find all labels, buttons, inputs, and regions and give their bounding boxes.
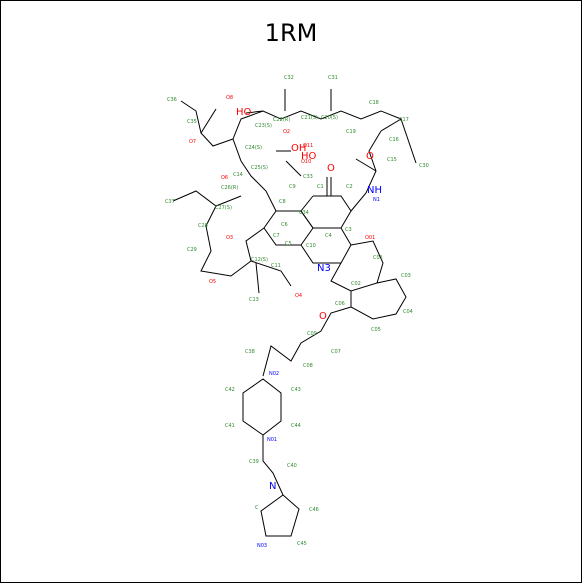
atom-label: C19	[346, 129, 356, 135]
atom-label: C6	[281, 222, 288, 228]
atom-label: C46	[309, 507, 319, 513]
bond-methoxy	[172, 190, 242, 207]
atom-label: C25(S)	[251, 165, 268, 171]
atom-label: C06	[335, 301, 345, 307]
molecule-title: 1RM	[264, 19, 318, 47]
atom-label: C32	[284, 75, 294, 81]
atom-label: O	[366, 151, 374, 162]
atom-label: C3	[345, 227, 352, 233]
atom-label: C02	[351, 281, 361, 287]
atom-label: N1	[373, 197, 380, 203]
atom-label: O7	[189, 139, 196, 145]
atom-label: C41	[225, 423, 235, 429]
atom-label: OH	[291, 143, 306, 154]
atom-label: C23(S)	[255, 123, 272, 129]
atom-label: C44	[291, 423, 301, 429]
atom-label: O4	[295, 293, 302, 299]
atom-label: C29	[187, 247, 197, 253]
atom-label: O10	[301, 159, 311, 165]
atom-label: C21(S)	[301, 115, 318, 121]
atom-label: C15	[387, 157, 397, 163]
atom-label: C37	[165, 199, 175, 205]
atom-label: C	[255, 505, 259, 511]
atom-label: C24(S)	[245, 145, 262, 151]
atom-label: N02	[269, 371, 279, 377]
atom-label: O11	[303, 143, 313, 149]
atom-label: N	[269, 481, 276, 492]
atom-label: HO	[236, 107, 252, 118]
atom-label: N03	[257, 543, 267, 549]
atom-label: C14	[233, 172, 243, 178]
atom-label: O6	[221, 175, 228, 181]
atom-label: C22(R)	[273, 117, 290, 123]
bond-acetate-o	[200, 108, 217, 134]
bond-c30	[400, 118, 417, 164]
atom-label: C45	[297, 541, 307, 547]
bond-ansa-chain	[232, 110, 403, 212]
atom-label: C27(S)	[215, 205, 232, 211]
atom-label: C16	[389, 137, 399, 143]
atom-label: C26(R)	[221, 185, 238, 191]
atom-label: C7	[273, 233, 280, 239]
atom-label: HO	[301, 151, 317, 162]
bond-amide-o	[355, 158, 377, 172]
atom-label: O01	[365, 235, 375, 241]
atom-label: C10	[306, 243, 316, 249]
atom-label: C42	[225, 387, 235, 393]
bond-lactone	[245, 227, 265, 262]
atom-label: C2	[346, 184, 353, 190]
atom-label: C13	[249, 297, 259, 303]
atom-label: C12(S)	[251, 257, 268, 263]
atom-label: C1	[317, 184, 324, 190]
atom-label: C04	[403, 309, 413, 315]
bond-c33	[285, 160, 302, 177]
bond-furan	[200, 205, 292, 287]
bond-c13	[255, 262, 260, 294]
atom-label: C09	[307, 331, 317, 337]
atom-label: O	[327, 163, 335, 174]
atom-label: C5	[285, 241, 292, 247]
atom-label: C17	[399, 117, 409, 123]
atom-label: C11	[271, 263, 281, 269]
atom-label: C39	[249, 459, 259, 465]
atom-label: O5	[209, 279, 216, 285]
atom-label: C8	[279, 199, 286, 205]
atom-label: C20(S)	[321, 115, 338, 121]
atom-label: C35	[187, 119, 197, 125]
atom-label: C34	[299, 210, 309, 216]
atom-label: O	[319, 311, 327, 322]
atom-label: NH	[367, 185, 382, 196]
atom-label: O3	[226, 235, 233, 241]
atom-label: C03	[401, 273, 411, 279]
bond-piperazine	[242, 378, 282, 436]
atom-label: C01	[373, 255, 383, 261]
atom-label: O8	[226, 95, 233, 101]
bond-ring-b	[263, 210, 314, 246]
atom-label: C36	[167, 97, 177, 103]
atom-label: C4	[325, 233, 332, 239]
atom-label: N01	[267, 437, 277, 443]
atom-label: C28	[198, 223, 208, 229]
atom-label: C33	[303, 174, 313, 180]
atom-label: C18	[369, 100, 379, 106]
atom-label: C07	[331, 349, 341, 355]
atom-label: C05	[371, 327, 381, 333]
atom-label: C31	[328, 75, 338, 81]
atom-label: N3	[317, 263, 331, 274]
atom-label: C40	[287, 463, 297, 469]
atom-label: C08	[303, 363, 313, 369]
atom-label: O2	[283, 129, 290, 135]
bond-imidazole	[260, 494, 300, 537]
atom-label: C30	[419, 163, 429, 169]
bond-linker	[262, 435, 284, 496]
bond-oh-23	[245, 110, 264, 114]
atom-label: C43	[291, 387, 301, 393]
bonds	[172, 89, 417, 537]
atom-label: C9	[289, 184, 296, 190]
bond-side-chain	[262, 306, 352, 377]
atom-label: C38	[245, 349, 255, 355]
